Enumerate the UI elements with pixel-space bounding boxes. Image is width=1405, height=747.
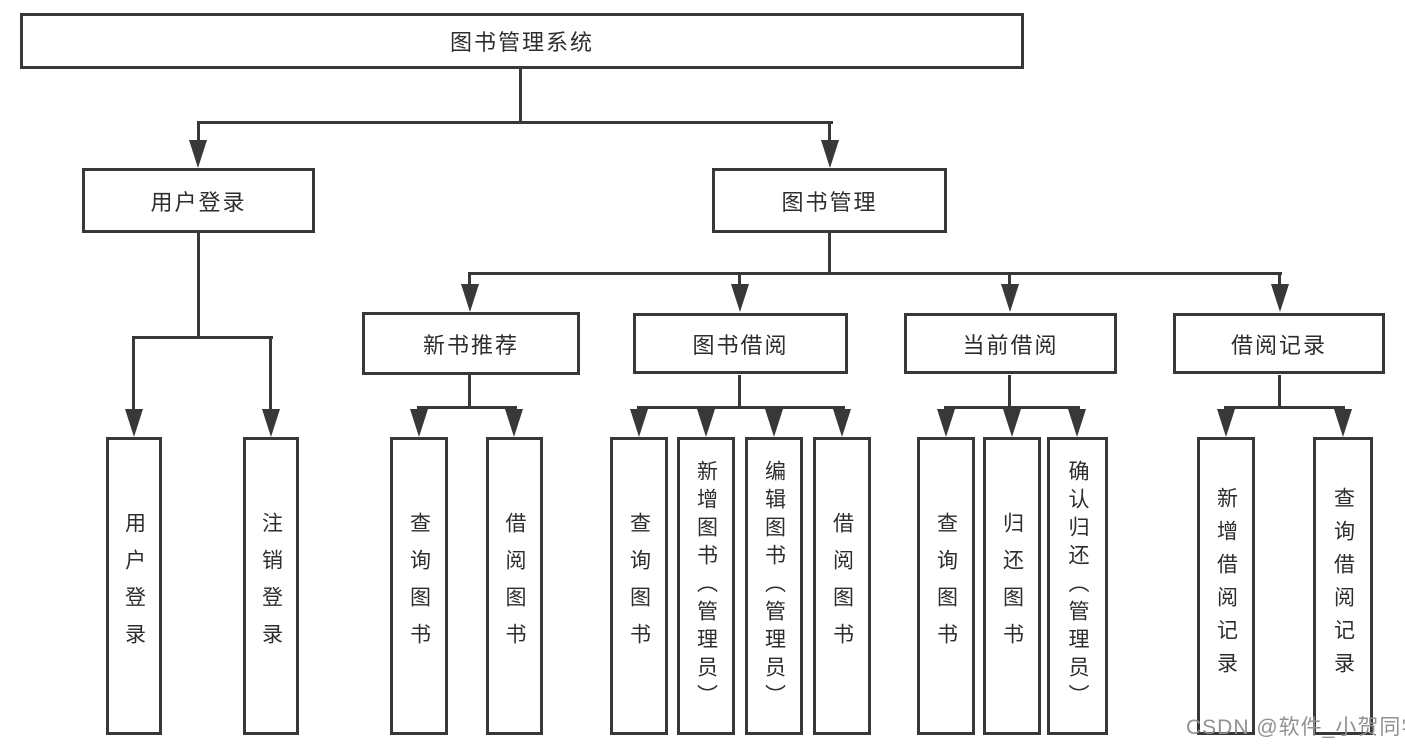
arrow-down-icon	[630, 409, 648, 437]
csdn-watermark: CSDN @软件_小贺同学	[1186, 716, 1405, 739]
node-label: 确认归还（管理员）	[1066, 460, 1089, 712]
connector-line	[132, 336, 273, 339]
connector-line	[944, 406, 1080, 409]
leaf-return-books: 归还图书	[983, 437, 1041, 735]
connector-line	[1224, 406, 1345, 409]
leaf-query-books: 查询图书	[390, 437, 448, 735]
node-book-borrowing: 图书借阅	[633, 313, 848, 374]
node-label: 图书管理	[781, 189, 878, 215]
leaf-add-books-admin: 新增图书（管理员）	[677, 437, 735, 735]
connector-line	[738, 375, 741, 408]
connector-line	[828, 121, 831, 145]
node-label: 编辑图书（管理员）	[762, 460, 786, 712]
connector-line	[1278, 272, 1281, 287]
connector-line	[269, 336, 272, 412]
connector-line	[637, 406, 845, 409]
connector-line	[828, 233, 831, 275]
arrow-down-icon	[262, 409, 280, 437]
arrow-down-icon	[410, 409, 428, 437]
connector-line	[1278, 375, 1281, 408]
node-label: 新书推荐	[422, 332, 519, 358]
arrow-down-icon	[731, 284, 749, 312]
leaf-user-login: 用户登录	[106, 437, 162, 735]
connector-line	[1008, 272, 1011, 287]
node-library-management-system: 图书管理系统	[20, 13, 1024, 69]
arrow-down-icon	[1003, 409, 1021, 437]
node-label: 当前借阅	[962, 332, 1059, 358]
node-label: 用户登录	[150, 189, 247, 215]
connector-line	[1008, 375, 1011, 408]
arrow-down-icon	[189, 140, 207, 168]
arrow-down-icon	[821, 140, 839, 168]
leaf-add-borrow-record: 新增借阅记录	[1197, 437, 1255, 735]
leaf-query-books: 查询图书	[917, 437, 975, 735]
connector-line	[468, 272, 471, 287]
node-label: 归还图书	[1000, 512, 1024, 660]
node-new-book-recommendation: 新书推荐	[362, 312, 580, 375]
connector-line	[197, 121, 833, 124]
node-label: 注销登录	[259, 512, 283, 660]
node-current-borrowing: 当前借阅	[904, 313, 1117, 374]
leaf-confirm-return-admin: 确认归还（管理员）	[1047, 437, 1108, 735]
connector-line	[468, 272, 1282, 275]
connector-line	[417, 406, 517, 409]
arrow-down-icon	[765, 409, 783, 437]
leaf-query-borrow-record: 查询借阅记录	[1313, 437, 1373, 735]
node-label: 用户登录	[122, 512, 146, 660]
arrow-down-icon	[697, 409, 715, 437]
leaf-borrow-books: 借阅图书	[813, 437, 871, 735]
connector-line	[468, 375, 471, 408]
arrow-down-icon	[1334, 409, 1352, 437]
node-label: 查询图书	[407, 512, 431, 660]
arrow-down-icon	[1271, 284, 1289, 312]
node-label: 查询图书	[627, 512, 651, 660]
arrow-down-icon	[1001, 284, 1019, 312]
node-label: 新增图书（管理员）	[694, 460, 718, 712]
node-label: 新增借阅记录	[1214, 487, 1238, 685]
arrow-down-icon	[1217, 409, 1235, 437]
connector-line	[197, 233, 200, 339]
node-borrowing-records: 借阅记录	[1173, 313, 1385, 374]
node-label: 查询图书	[934, 512, 958, 660]
arrow-down-icon	[125, 409, 143, 437]
arrow-down-icon	[833, 409, 851, 437]
connector-line	[738, 272, 741, 287]
arrow-down-icon	[505, 409, 523, 437]
connector-line	[519, 69, 522, 123]
node-user-login: 用户登录	[82, 168, 315, 233]
node-label: 图书管理系统	[449, 30, 594, 55]
leaf-edit-books-admin: 编辑图书（管理员）	[745, 437, 803, 735]
node-label: 借阅图书	[830, 512, 854, 660]
leaf-logout: 注销登录	[243, 437, 299, 735]
connector-line	[197, 121, 200, 145]
leaf-query-books: 查询图书	[610, 437, 668, 735]
leaf-borrow-books: 借阅图书	[486, 437, 543, 735]
arrow-down-icon	[461, 284, 479, 312]
arrow-down-icon	[1068, 409, 1086, 437]
arrow-down-icon	[937, 409, 955, 437]
node-label: 查询借阅记录	[1331, 487, 1355, 685]
node-label: 图书借阅	[692, 332, 789, 358]
node-label: 借阅记录	[1230, 332, 1327, 358]
connector-line	[132, 336, 135, 412]
node-label: 借阅图书	[503, 512, 526, 660]
node-book-management: 图书管理	[712, 168, 947, 233]
